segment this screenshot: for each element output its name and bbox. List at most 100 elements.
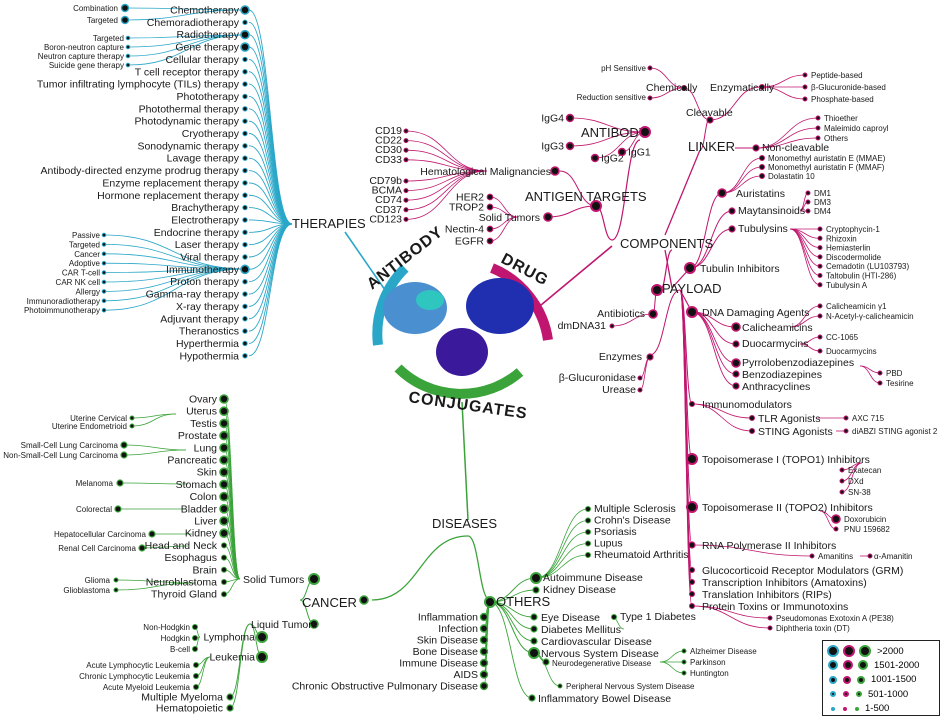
node-dot (219, 394, 229, 404)
node-dot (585, 540, 591, 547)
node-dot (732, 382, 740, 390)
legend-label: 501-1000 (868, 688, 909, 700)
node-dot (242, 180, 248, 186)
label-tubulysins: Tubulysins (738, 223, 788, 235)
label-igg2: IgG2 (601, 153, 624, 165)
label-rna-polymerase-ii-inhibitors: RNA Polymerase II Inhibitors (702, 540, 836, 552)
node-dot (193, 673, 199, 679)
node-dot (647, 65, 653, 71)
antibody-arc (372, 264, 409, 346)
label-acute-myeloid-leukemia: Acute Myeloid Leukemia (103, 683, 191, 692)
node-dot (609, 323, 615, 329)
label-antibody: ANTIBODY (581, 125, 648, 140)
connector-line (123, 449, 187, 456)
label-ph-sensitive: pH Sensitive (601, 64, 646, 73)
label-hormone-replacement-therapy: Hormone replacement therapy (97, 190, 240, 202)
node-dot (192, 646, 198, 652)
node-dot (759, 173, 765, 179)
node-dot (839, 489, 845, 495)
node-dot (809, 553, 815, 559)
node-dot (486, 203, 494, 211)
node-dot (732, 340, 740, 348)
label-prostate: Prostate (178, 430, 217, 442)
node-dot (219, 491, 229, 502)
label-small-cell-lung-carcinoma: Small-Cell Lung Carcinoma (21, 441, 119, 450)
label-dm1: DM1 (814, 189, 831, 198)
label-cd123: CD123 (369, 213, 402, 225)
node-dot (221, 566, 227, 573)
connector-line (344, 231, 386, 291)
node-dot (242, 143, 248, 149)
label-kidney: Kidney (185, 528, 218, 540)
label-multiple-sclerosis: Multiple Sclerosis (594, 503, 676, 515)
label-taltobulin-hti-286: Taltobulin (HTI-286) (826, 272, 897, 281)
node-dot (590, 200, 602, 212)
node-dot (689, 567, 695, 573)
legend-dot (859, 645, 871, 657)
label-huntington: Huntington (690, 669, 729, 678)
legend-label: 1001-1500 (871, 674, 917, 686)
node-dot (129, 423, 135, 429)
node-dot (728, 207, 736, 215)
node-dot (403, 147, 409, 153)
label-thioether: Thioether (824, 114, 858, 123)
node-dot (647, 95, 653, 101)
connector-line (691, 403, 753, 432)
label-solid-tumors: Solid Tumors (243, 574, 304, 586)
node-layer: THERAPIESChemotherapyChemoradiotherapyRa… (3, 3, 938, 715)
node-dot (221, 542, 227, 549)
connector-line (691, 544, 813, 557)
label-components: COMPONENTS (620, 236, 714, 251)
node-dot (221, 554, 227, 561)
legend-dot (843, 706, 847, 711)
label-antibiotics: Antibiotics (597, 308, 645, 320)
node-dot (550, 166, 560, 176)
label-kidney-disease: Kidney Disease (543, 584, 616, 596)
label-parkinson: Parkinson (690, 658, 726, 667)
label-monomethyl-auristatin-f-mmaf: Monomethyl auristatin F (MMAF) (768, 163, 885, 172)
node-dot (484, 596, 496, 608)
label-pseudomonas-exotoxin-a-pe38: Pseudomonas Exotoxin A (PE38) (776, 614, 894, 623)
node-dot (242, 204, 248, 211)
legend-dot (828, 660, 838, 671)
node-dot (681, 659, 687, 665)
connector-line (405, 159, 488, 172)
label-aids: AIDS (453, 669, 478, 681)
node-dot (530, 625, 538, 633)
node-dot (242, 130, 248, 137)
node-dot (129, 415, 135, 421)
node-dot (752, 144, 760, 152)
legend-label: >2000 (877, 645, 904, 657)
label-car-nk-cell: CAR NK cell (56, 278, 101, 287)
connector-line (789, 228, 821, 276)
connector-line (131, 413, 177, 427)
node-dot (219, 430, 229, 441)
label-hematological-malignancies: Hematological Malignancies (420, 166, 551, 178)
node-dot (242, 81, 248, 87)
label-targeted: Targeted (69, 240, 100, 249)
connector-line (611, 139, 641, 241)
node-dot (308, 573, 320, 585)
connector-line (248, 58, 293, 225)
node-dot (689, 401, 695, 407)
label-gene-therapy: Gene therapy (175, 42, 239, 54)
node-dot (530, 613, 538, 621)
connector-line (569, 131, 646, 147)
node-dot (817, 303, 823, 309)
node-dot (689, 591, 695, 597)
node-dot (242, 340, 248, 347)
connector-line (535, 520, 589, 579)
connector-line (248, 108, 293, 225)
connector-line (569, 117, 646, 133)
node-dot (585, 552, 591, 558)
node-dot (749, 415, 755, 421)
label-hodgkin: Hodgkin (161, 634, 190, 643)
label-glucocorticoid-receptor-modulators-grm: Glucocorticoid Receptor Modulators (GRM) (702, 565, 903, 577)
node-dot (242, 254, 248, 260)
node-dot (681, 85, 687, 91)
label-chronic-obstructive-pulmonary-disease: Chronic Obstructive Pulmonary Disease (292, 681, 478, 693)
label-her2: HER2 (456, 192, 484, 204)
node-dot (528, 694, 536, 702)
node-dot (805, 199, 811, 205)
label-maytansinoids: Maytansinoids (738, 205, 805, 217)
